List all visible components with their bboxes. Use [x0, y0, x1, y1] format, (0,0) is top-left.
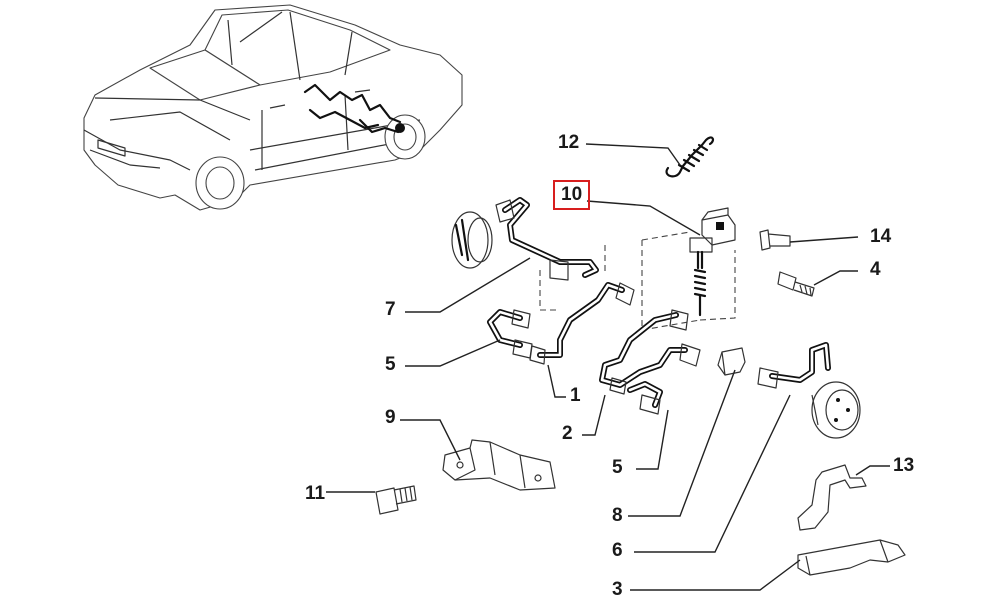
- clip-icon: [717, 347, 746, 376]
- callout-8: 8: [612, 505, 623, 526]
- bolt-icon: [759, 229, 791, 251]
- bracket-icon: [797, 464, 867, 531]
- callout-11: 10: [553, 180, 591, 210]
- brake-pipe-icon: [451, 197, 599, 281]
- callout-5b: 5: [612, 457, 623, 478]
- bracket-icon: [797, 539, 906, 576]
- car-icon: [83, 4, 463, 211]
- callout-7: 7: [385, 299, 396, 320]
- brake-pipe-icon: [487, 309, 533, 359]
- pressure-valve-icon: [689, 207, 736, 317]
- callout-1: 1: [570, 385, 581, 406]
- brake-pipe-icon: [529, 282, 635, 365]
- bracket-icon: [442, 439, 556, 491]
- callout-5a: 5: [385, 354, 396, 375]
- spring-icon: [665, 136, 715, 178]
- callout-2: 2: [562, 423, 573, 444]
- bolt-icon: [777, 271, 815, 297]
- callout-6: 6: [612, 540, 623, 561]
- bolt-icon: [375, 485, 417, 515]
- callout-9: 9: [385, 407, 396, 428]
- leader-lines: [326, 143, 890, 591]
- callout-4: 4: [870, 259, 881, 280]
- brake-pipe-icon: [599, 309, 701, 395]
- brake-pipe-icon: [627, 381, 663, 415]
- callout-3: 3: [612, 579, 623, 600]
- callout-13: 13: [893, 455, 915, 476]
- callout-14: 14: [870, 226, 892, 247]
- callout-12: 12: [558, 132, 580, 153]
- brake-drum-icon: [757, 342, 861, 439]
- callout-10: 11: [305, 483, 326, 504]
